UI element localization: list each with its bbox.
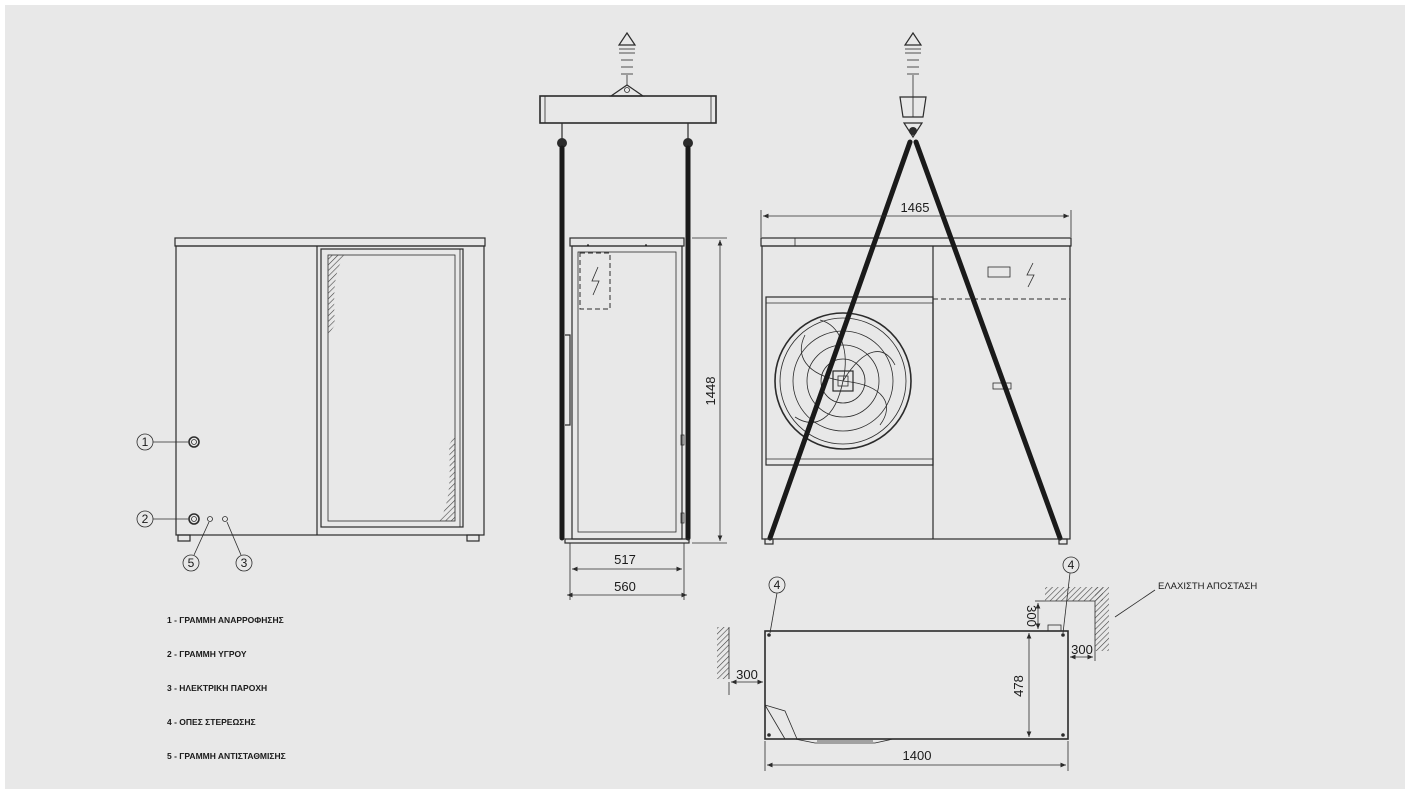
callout-4-right: 4 (1068, 558, 1075, 572)
dim-clearance-right: 300 (1071, 642, 1093, 657)
callout-5: 5 (188, 556, 195, 570)
side-view: 1 2 5 3 (136, 237, 486, 572)
dim-depth-inner: 517 (614, 552, 636, 567)
legend-item-4: 4 - ΟΠΕΣ ΣΤΕΡΕΩΣΗΣ (167, 717, 256, 727)
legend-item-2: 2 - ΓΡΑΜΜΗ ΥΓΡΟΥ (167, 649, 247, 659)
technical-drawing: 1 2 5 3 (136, 31, 1257, 771)
front-view-lifting: 1448 517 560 (539, 31, 727, 600)
callout-4-left: 4 (774, 578, 781, 592)
dim-width: 1465 (901, 200, 930, 215)
legend-item-5: 5 - ΓΡΑΜΜΗ ΑΝΤΙΣΤΑΘΜΙΣΗΣ (167, 751, 286, 761)
dim-base-width: 1400 (903, 748, 932, 763)
callout-3: 3 (241, 556, 248, 570)
legend-item-3: 3 - ΗΛΕΚΤΡΙΚΗ ΠΑΡΟΧΗ (167, 683, 268, 693)
dim-depth-outer: 560 (614, 579, 636, 594)
dim-clearance-left: 300 (736, 667, 758, 682)
drawing-sheet: 1 2 5 3 (5, 5, 1405, 789)
callout-2: 2 (142, 512, 149, 526)
legend: 1 - ΓΡΑΜΜΗ ΑΝΑΡΡΟΦΗΣΗΣ 2 - ΓΡΑΜΜΗ ΥΓΡΟΥ … (167, 614, 286, 784)
fan-view-lifting: 1465 (760, 31, 1072, 545)
callout-1: 1 (142, 435, 149, 449)
dim-clearance-top: 300 (1024, 605, 1039, 627)
legend-item-1: 1 - ΓΡΑΜΜΗ ΑΝΑΡΡΟΦΗΣΗΣ (167, 615, 284, 625)
dim-base-depth: 478 (1011, 675, 1026, 697)
dim-height: 1448 (703, 377, 718, 406)
plan-view: 4 4 300 300 300 ΕΛΑΧΙΣΤΗ ΑΠΟΣΤΑΣΗ 478 (717, 556, 1257, 771)
min-distance-note: ΕΛΑΧΙΣΤΗ ΑΠΟΣΤΑΣΗ (1158, 581, 1257, 592)
